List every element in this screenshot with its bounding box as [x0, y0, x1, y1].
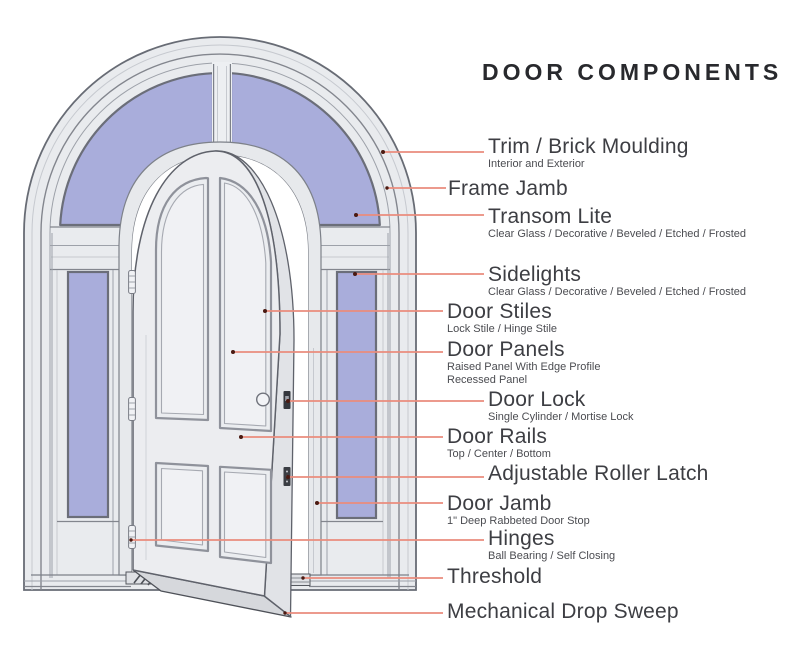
label-title: Hinges: [488, 527, 555, 550]
label-door-panels: Door Panels Raised Panel With Edge Profi…: [447, 339, 600, 387]
door-panel-upper-left-inner: [160, 183, 205, 416]
door-knob: [256, 392, 271, 407]
label-title: Trim / Brick Moulding: [488, 135, 689, 158]
leader-lines: [129, 150, 484, 615]
door-panels: [154, 176, 273, 565]
sidelight-stiles: [51, 233, 389, 578]
label-title: Mechanical Drop Sweep: [447, 600, 679, 623]
hinge-bottom: [128, 525, 136, 549]
label-title: Adjustable Roller Latch: [488, 462, 709, 485]
hinges: [128, 270, 136, 549]
leader-threshold: [301, 576, 443, 580]
label-frame-jamb: Frame Jamb: [448, 178, 568, 199]
label-title: Transom Lite: [488, 205, 613, 228]
label-drop-sweep: Mechanical Drop Sweep: [447, 601, 679, 622]
leader-door-jamb: [315, 501, 443, 505]
leader-transom-lite: [354, 213, 484, 217]
label-sub: Clear Glass / Decorative / Beveled / Etc…: [488, 286, 747, 298]
door-panel-lower-left-inner: [160, 467, 204, 546]
hinge-top: [128, 270, 136, 294]
leader-door-panels: [231, 350, 443, 354]
sidelight-right-glass: [335, 270, 378, 520]
transom-mullion: [212, 62, 232, 147]
label-title: Door Lock: [488, 388, 586, 411]
label-title: Door Panels: [447, 338, 565, 361]
label-sub: Top / Center / Bottom: [447, 448, 551, 460]
label-title: Frame Jamb: [448, 177, 568, 200]
label-title: Door Jamb: [447, 492, 552, 515]
label-sub: Lock Stile / Hinge Stile: [447, 323, 558, 335]
door-panel-upper-right-inner: [223, 182, 267, 427]
label-trim-brick-moulding: Trim / Brick Moulding Interior and Exter…: [488, 136, 689, 171]
label-title: Door Stiles: [447, 300, 552, 323]
sidelight-base: [24, 520, 416, 588]
label-sub: Clear Glass / Decorative / Beveled / Etc…: [488, 228, 747, 240]
leader-door-lock: [286, 399, 484, 403]
leader-drop-sweep: [283, 611, 443, 615]
label-door-jamb: Door Jamb 1" Deep Rabbeted Door Stop: [447, 493, 590, 528]
leader-sidelights: [353, 272, 484, 276]
leader-frame-jamb: [385, 186, 446, 190]
hinge-middle: [128, 397, 136, 421]
label-sub: Single Cylinder / Mortise Lock: [488, 411, 634, 423]
leader-hinges: [129, 538, 484, 542]
label-roller-latch: Adjustable Roller Latch: [488, 463, 709, 484]
label-threshold: Threshold: [447, 566, 542, 587]
label-hinges: Hinges Ball Bearing / Self Closing: [488, 528, 615, 563]
leader-door-stiles: [263, 309, 443, 313]
label-title: Door Rails: [447, 425, 548, 448]
leader-door-rails: [239, 435, 443, 439]
sidelight-left-glass: [66, 270, 110, 519]
label-transom-lite: Transom Lite Clear Glass / Decorative / …: [488, 206, 746, 241]
label-door-lock: Door Lock Single Cylinder / Mortise Lock: [488, 389, 634, 424]
label-title: Sidelights: [488, 263, 582, 286]
door: [128, 150, 295, 618]
label-door-rails: Door Rails Top / Center / Bottom: [447, 426, 551, 461]
label-sub: 1" Deep Rabbeted Door Stop: [447, 515, 590, 527]
label-door-stiles: Door Stiles Lock Stile / Hinge Stile: [447, 301, 557, 336]
label-sub: Ball Bearing / Self Closing: [488, 550, 616, 562]
label-title: Threshold: [447, 565, 543, 588]
label-sub: Raised Panel With Edge Profile: [447, 361, 601, 373]
door-panel-lower-right-inner: [223, 471, 267, 559]
leader-roller-latch: [286, 475, 484, 479]
moulding-inner-arc: [40, 53, 400, 590]
leader-trim-brick-moulding: [381, 150, 484, 154]
page-title: DOOR COMPONENTS: [482, 59, 783, 85]
label-sidelights: Sidelights Clear Glass / Decorative / Be…: [488, 264, 746, 299]
label-sub: Interior and Exterior: [488, 158, 585, 170]
label-sub2: Recessed Panel: [447, 374, 528, 386]
